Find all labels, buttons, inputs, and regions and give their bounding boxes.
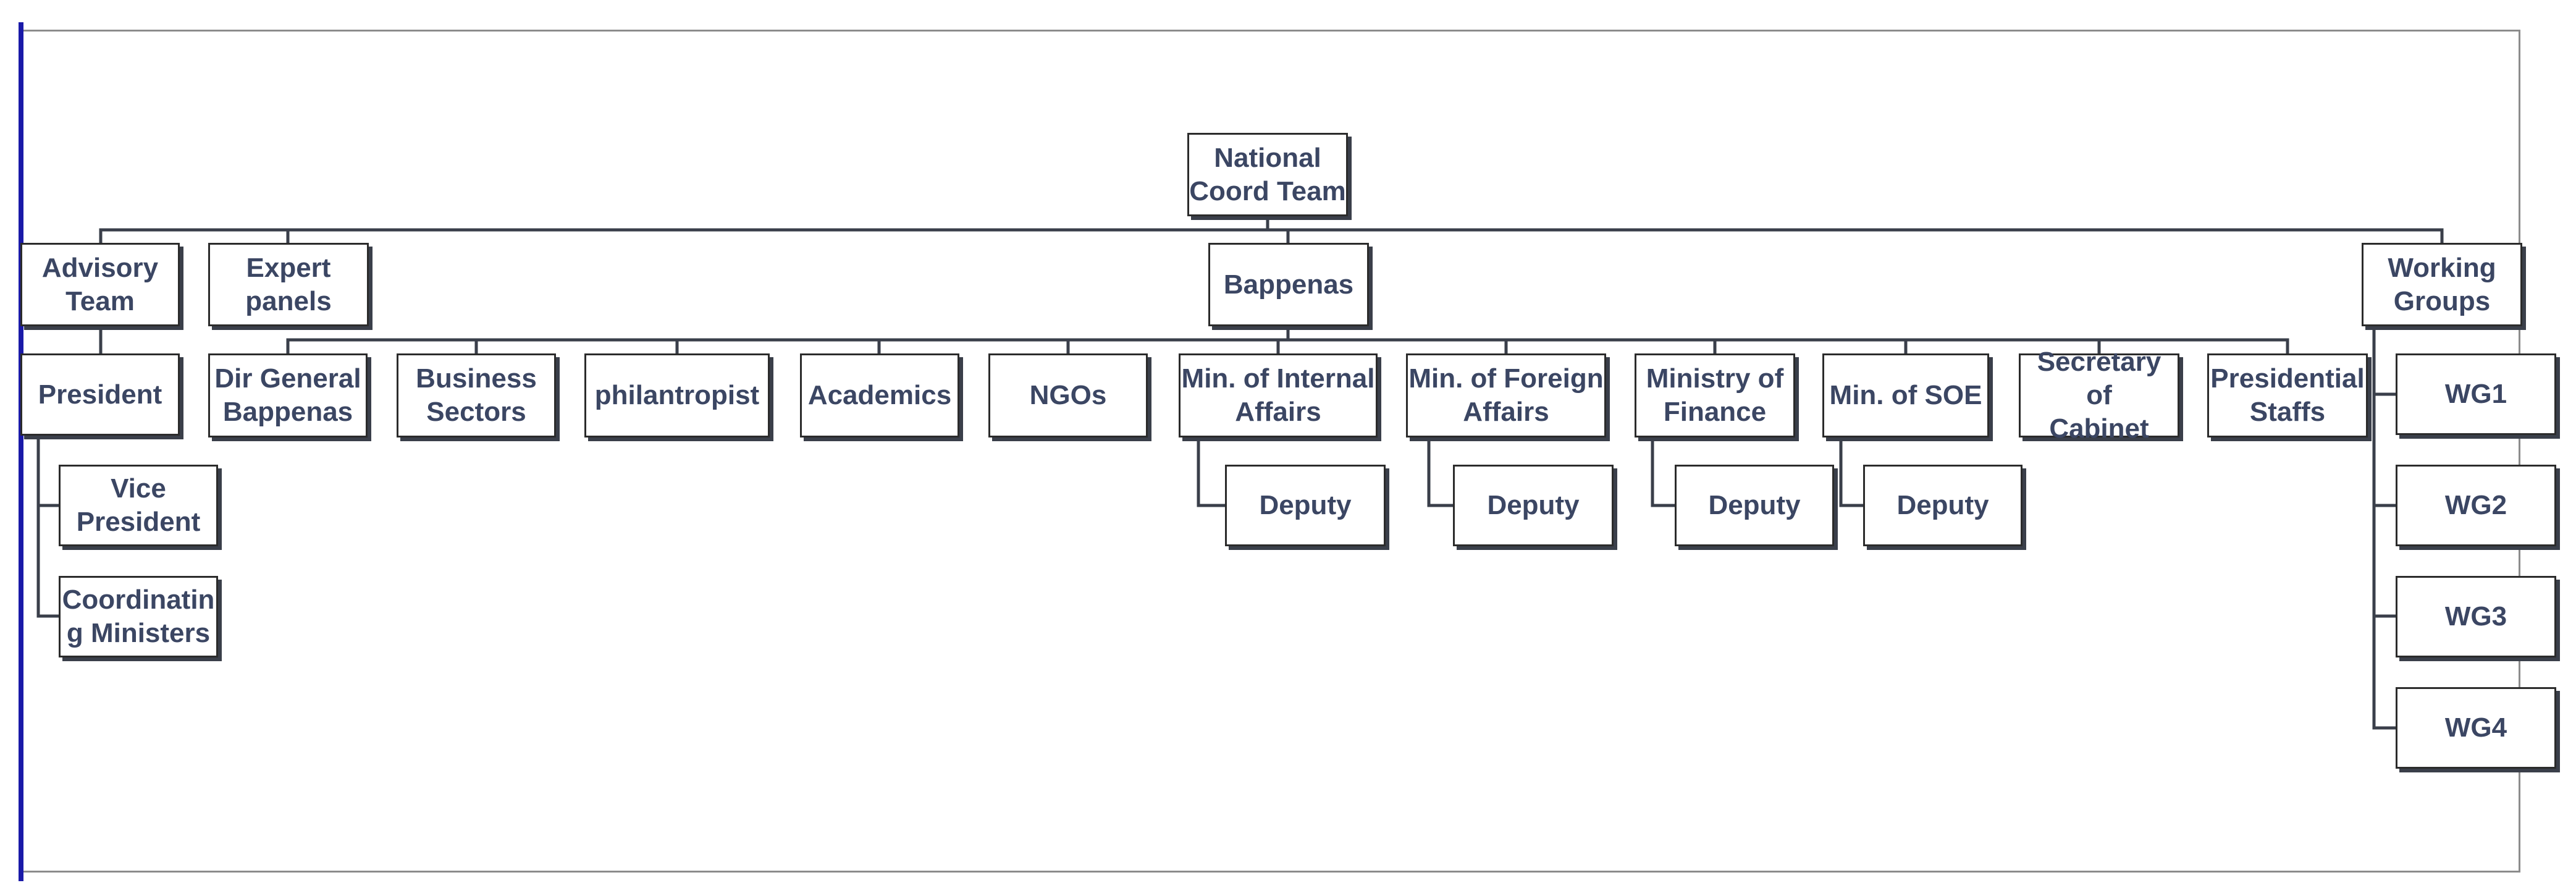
node-coordinating-ministers: Coordinatin g Ministers — [59, 576, 218, 657]
node-advisory-team: Advisory Team — [20, 243, 180, 326]
node-academics: Academics — [800, 353, 959, 437]
connector-finance-deputy — [1651, 436, 1677, 507]
node-national-coord-team: National Coord Team — [1187, 133, 1348, 216]
node-bappenas: Bappenas — [1208, 243, 1369, 326]
node-business-sectors: Business Sectors — [397, 353, 556, 437]
node-wg4: WG4 — [2396, 687, 2556, 769]
node-wg1: WG1 — [2396, 353, 2556, 435]
node-expert-panels: Expert panels — [208, 243, 369, 326]
node-ngos: NGOs — [988, 353, 1148, 437]
node-vice-president: Vice President — [59, 465, 218, 546]
node-presidential-staffs: Presidential Staffs — [2207, 353, 2368, 437]
node-min-internal-affairs: Min. of Internal Affairs — [1179, 353, 1378, 437]
node-wg3: WG3 — [2396, 576, 2556, 657]
node-min-soe: Min. of SOE — [1822, 353, 1989, 437]
node-min-foreign-affairs: Min. of Foreign Affairs — [1406, 353, 1606, 437]
node-deputy-finance: Deputy — [1675, 465, 1834, 546]
connector-foreign-deputy — [1427, 436, 1455, 507]
node-ministry-finance: Ministry of Finance — [1635, 353, 1795, 437]
node-wg2: WG2 — [2396, 465, 2556, 546]
connector-soe-deputy — [1839, 436, 1865, 507]
node-working-groups: Working Groups — [2362, 243, 2522, 326]
connector-internal-deputy — [1197, 436, 1227, 507]
node-secretary-cabinet: Secretary of Cabinet — [2019, 347, 2179, 444]
node-deputy-soe: Deputy — [1863, 465, 2022, 546]
node-deputy-foreign: Deputy — [1453, 465, 1614, 546]
left-border-rule — [19, 22, 23, 881]
node-deputy-internal: Deputy — [1225, 465, 1386, 546]
node-dir-general-bappenas: Dir General Bappenas — [208, 353, 368, 437]
node-president: President — [20, 353, 180, 436]
node-philantropist: philantropist — [584, 353, 770, 437]
